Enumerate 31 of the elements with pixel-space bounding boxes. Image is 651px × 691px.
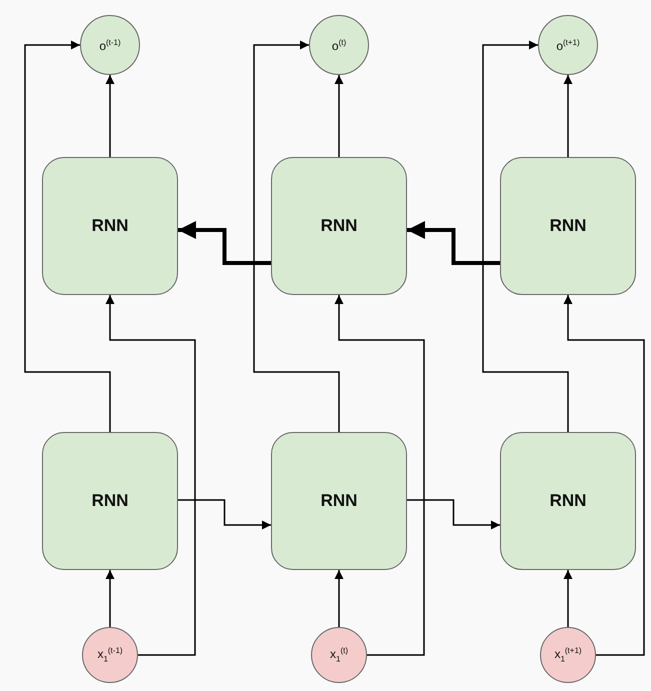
arrow	[564, 570, 572, 627]
arrow	[253, 40, 340, 432]
arrow	[178, 499, 271, 530]
cell-label: RNN	[550, 491, 586, 511]
arrow	[106, 75, 114, 157]
arrow	[407, 221, 500, 265]
rnn-cell-box	[500, 432, 636, 570]
rnn-cell-box	[42, 432, 178, 570]
arrow	[106, 570, 114, 627]
rnn-cell-box	[271, 157, 407, 295]
cell-label: RNN	[320, 491, 358, 511]
cell-label: RNN	[92, 216, 128, 236]
arrow	[407, 499, 500, 530]
variable-label: o$^{(t-1)}$	[99, 38, 121, 52]
cell-label: RNN	[550, 216, 586, 236]
variable-label: o$^{(t)}$	[332, 38, 346, 52]
arrow	[334, 295, 425, 656]
cell-label: RNN	[92, 491, 128, 511]
cell-label: RNN	[320, 216, 358, 236]
arrow	[24, 40, 111, 432]
rnn-cell-box	[500, 157, 636, 295]
rnn-cell-box	[42, 157, 178, 295]
arrow	[564, 75, 572, 157]
arrow	[564, 295, 645, 656]
rnn-cell-box	[271, 432, 407, 570]
variable-label: o$^{(t+1)}$	[556, 38, 580, 52]
arrow	[178, 221, 271, 265]
arrow	[482, 40, 569, 432]
arrow	[106, 295, 196, 656]
arrow	[334, 570, 344, 627]
arrow	[334, 75, 344, 157]
